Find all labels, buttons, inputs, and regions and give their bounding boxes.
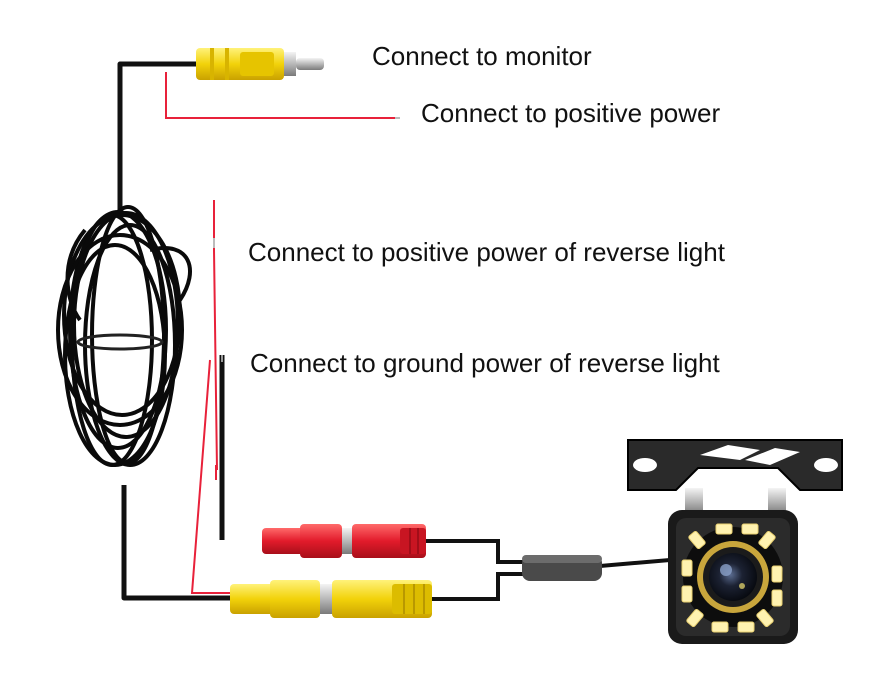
red-wires — [165, 72, 395, 594]
label-connect-to-monitor: Connect to monitor — [372, 41, 592, 71]
camera-icon — [627, 439, 843, 644]
yellow-rca-connector — [230, 580, 432, 618]
red-rca-connector — [262, 524, 426, 558]
main-cable — [117, 61, 230, 601]
label-connect-to-reverse-ground: Connect to ground power of reverse light — [250, 348, 720, 378]
led-icon — [681, 523, 783, 633]
label-connect-to-positive-power: Connect to positive power — [421, 98, 721, 128]
cable-coil-icon — [56, 205, 192, 467]
cable-splitter — [522, 555, 602, 581]
camera-cable — [426, 539, 671, 601]
label-connect-to-reverse-positive: Connect to positive power of reverse lig… — [248, 237, 725, 267]
rca-plug-icon — [196, 48, 324, 80]
